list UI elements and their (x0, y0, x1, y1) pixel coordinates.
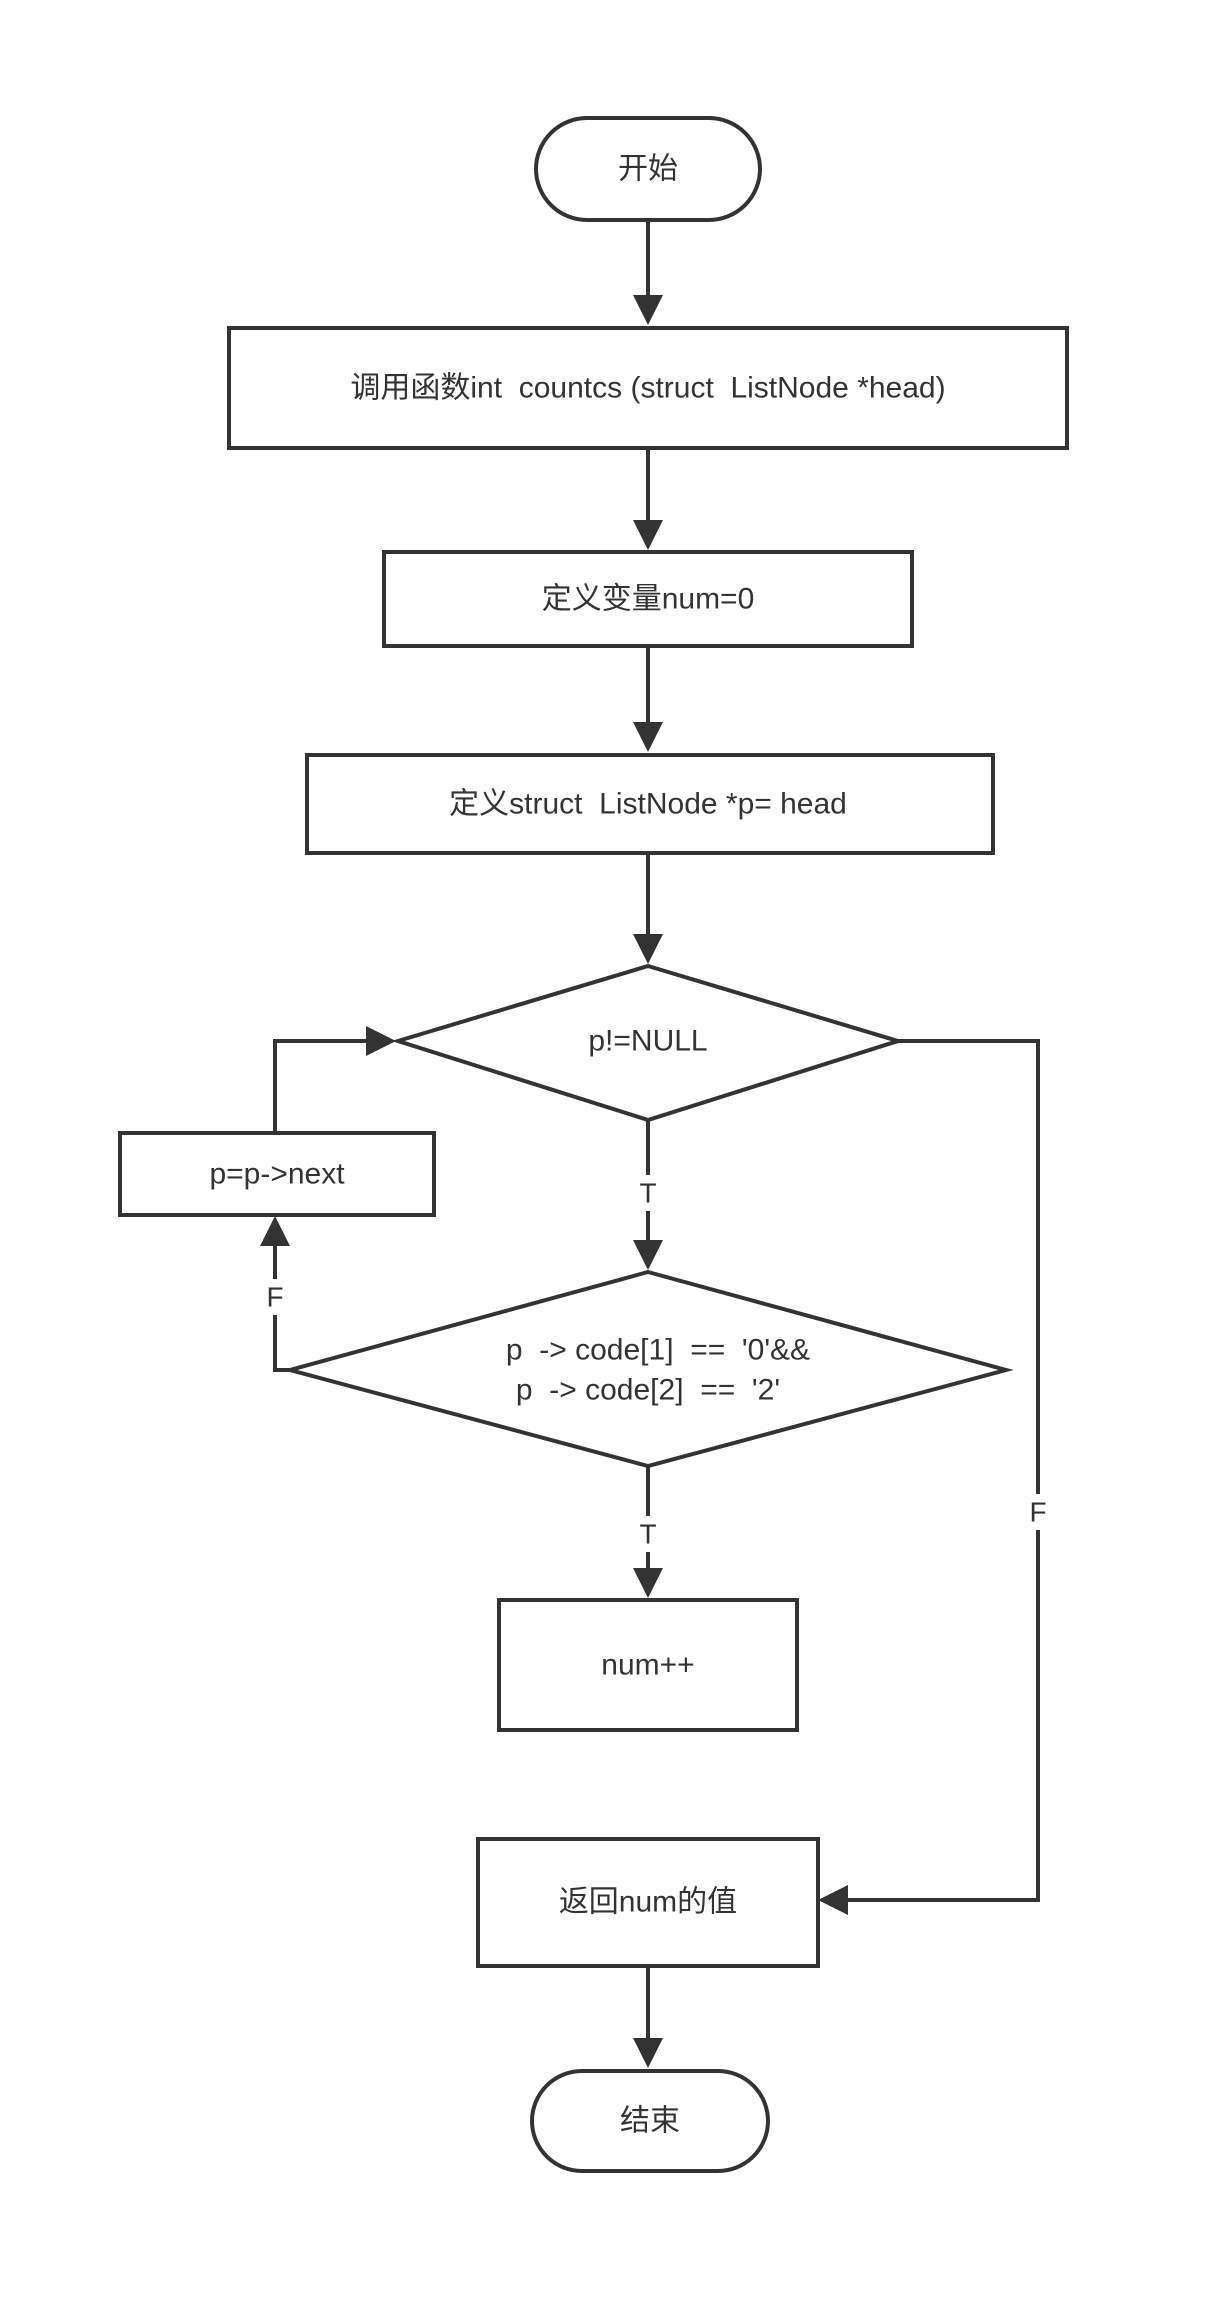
init-num-box: 定义变量num=0 (382, 550, 914, 648)
check-code-label-line2: p -> code[2] == '2' (516, 1374, 780, 1407)
end-node: 结束 (530, 2069, 770, 2173)
arrowhead (633, 2038, 663, 2068)
return-box: 返回num的值 (476, 1837, 820, 1968)
arrowhead (633, 520, 663, 550)
arrowhead (633, 934, 663, 964)
init-p-label: 定义struct ListNode *p= head (449, 788, 847, 821)
edge-label-bg (1026, 1494, 1050, 1530)
arrowhead (366, 1026, 396, 1056)
edge-label-bg (263, 1279, 287, 1315)
loop-true-label: T (639, 1178, 656, 1209)
edge-label-bg (636, 1175, 660, 1211)
loop-false-label: F (1029, 1497, 1046, 1528)
check-code-label-line1: p -> code[1] == '0'&& (506, 1334, 810, 1367)
return-label: 返回num的值 (559, 1886, 737, 1919)
advance-pointer-box: p=p->next (118, 1131, 436, 1217)
arrowhead (818, 1885, 848, 1915)
loop-condition-label: p!=NULL (588, 1025, 707, 1058)
increment-box: num++ (497, 1598, 799, 1732)
arrowhead (633, 722, 663, 752)
call-function-label: 调用函数int countcs (struct ListNode *head) (350, 372, 945, 405)
arrowhead (633, 1568, 663, 1598)
loop-condition-diamond: p!=NULL (391, 963, 905, 1123)
init-num-label: 定义变量num=0 (542, 583, 755, 616)
arrowhead (633, 295, 663, 325)
arrowhead (633, 1240, 663, 1270)
start-node: 开始 (534, 116, 762, 222)
call-function-box: 调用函数int countcs (struct ListNode *head) (227, 326, 1069, 450)
arrowhead (260, 1216, 290, 1246)
edge-label-bg (636, 1516, 660, 1552)
increment-label: num++ (601, 1649, 694, 1682)
edge-advance-to-loop (273, 1039, 366, 1133)
start-node-label: 开始 (618, 153, 678, 186)
check-true-label: T (639, 1519, 656, 1550)
check-false-label: F (266, 1282, 283, 1313)
end-node-label: 结束 (620, 2105, 680, 2138)
check-code-diamond: p -> code[1] == '0'&& p -> code[2] == '2… (282, 1269, 1014, 1469)
init-p-box: 定义struct ListNode *p= head (305, 753, 995, 855)
edge-loop-false-to-return (848, 1039, 1040, 1902)
advance-pointer-label: p=p->next (209, 1158, 345, 1191)
